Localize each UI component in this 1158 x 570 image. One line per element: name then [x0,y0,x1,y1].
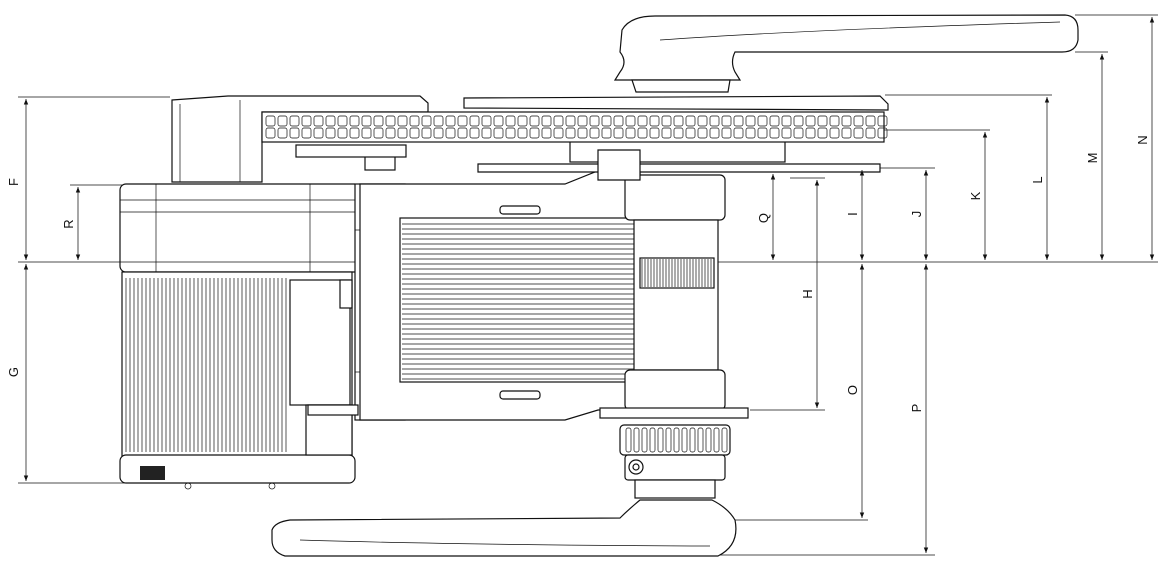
dim-label-j: J [909,211,924,218]
motor-cooling-fins [125,278,287,452]
frame-tube [307,169,641,421]
spindle-assembly [599,174,749,499]
dim-label-n: N [1135,135,1150,144]
dim-label-i: I [845,212,860,216]
dimension-arrows [23,17,1155,553]
lockring-knurl [625,427,728,453]
lower-crank-arm [271,499,737,557]
dim-label-q: Q [756,213,771,223]
dim-label-k: K [968,191,983,200]
motor-housing [119,95,429,490]
dim-label-f: F [6,178,21,186]
dim-label-l: L [1030,176,1045,183]
spindle-thread [641,259,712,287]
dim-label-r: R [61,219,76,228]
dim-label-h: H [800,289,815,298]
upper-crank-arm [613,14,1079,93]
dim-label-o: O [845,385,860,395]
dim-label-p: P [909,404,924,413]
dim-label-g: G [6,367,21,377]
chain [261,111,888,171]
dim-label-m: M [1085,153,1100,164]
tube-fins [402,223,634,380]
chainring [463,95,889,181]
dimension-labels: F R G Q H I O J P K L M N [6,135,1150,412]
